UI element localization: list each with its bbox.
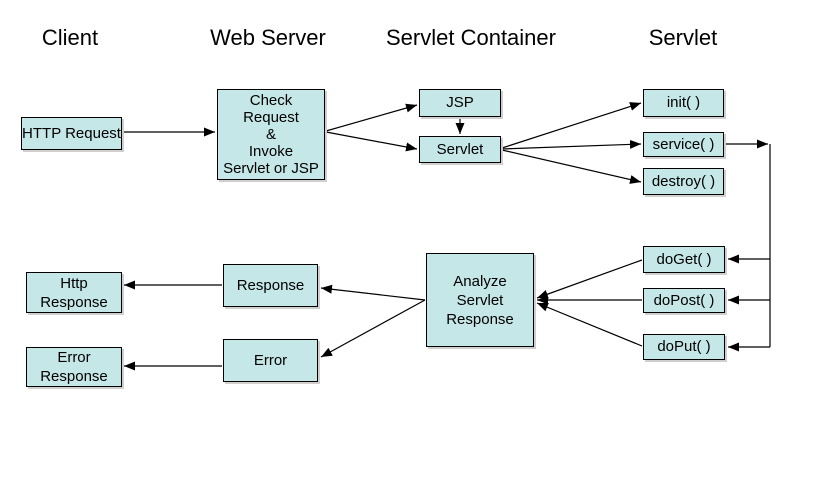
edge-analyze-to-response — [320, 284, 426, 301]
node-service: service( ) — [643, 132, 724, 157]
column-header-client: Client — [41, 25, 99, 50]
edge-analyze-to-error — [320, 299, 426, 358]
node-response: Response — [223, 264, 318, 307]
column-header-servlet: Servlet — [648, 25, 718, 50]
node-error: Error — [223, 339, 318, 382]
column-header-web-server: Web Server — [210, 25, 326, 50]
column-header-servlet-container: Servlet Container — [386, 25, 556, 50]
node-jsp: JSP — [419, 89, 501, 117]
edge-servlet-to-init — [501, 102, 642, 149]
node-check-request: Check Request & Invoke Servlet or JSP — [217, 89, 325, 180]
node-doget: doGet( ) — [643, 246, 725, 273]
edge-check-to-servlet — [325, 131, 418, 152]
node-init: init( ) — [643, 89, 724, 117]
edge-servlet-to-destroy — [501, 149, 642, 184]
edge-doput-to-analyze — [536, 302, 643, 347]
node-http-request: HTTP Request — [21, 117, 122, 150]
node-error-response: Error Response — [26, 347, 122, 387]
edge-check-to-jsp — [325, 103, 418, 132]
node-servlet: Servlet — [419, 136, 501, 163]
node-dopost: doPost( ) — [643, 288, 725, 313]
edge-doget-to-analyze — [536, 259, 643, 299]
node-doput: doPut( ) — [643, 334, 725, 360]
node-destroy: destroy( ) — [643, 168, 724, 195]
edge-servlet-to-service — [501, 139, 642, 150]
node-http-response: Http Response — [26, 272, 122, 313]
node-analyze-servlet-response: Analyze Servlet Response — [426, 253, 534, 347]
